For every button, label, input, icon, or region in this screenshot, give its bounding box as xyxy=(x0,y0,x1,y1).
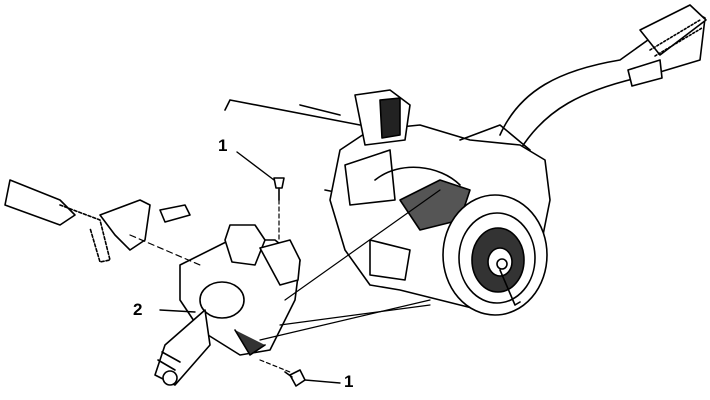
upper-screw xyxy=(273,177,285,201)
alignment-lines xyxy=(129,189,441,373)
callout-2: 2 xyxy=(133,300,143,319)
left-stalk-harness xyxy=(4,179,191,263)
right-stalk xyxy=(499,4,707,151)
clockspring xyxy=(442,194,548,316)
lower-screw xyxy=(284,369,306,387)
callout-1-top: 1 xyxy=(218,136,228,155)
multifunction-switch xyxy=(154,224,301,386)
leader-lines xyxy=(159,151,341,384)
callout-1-bottom: 1 xyxy=(344,372,354,391)
